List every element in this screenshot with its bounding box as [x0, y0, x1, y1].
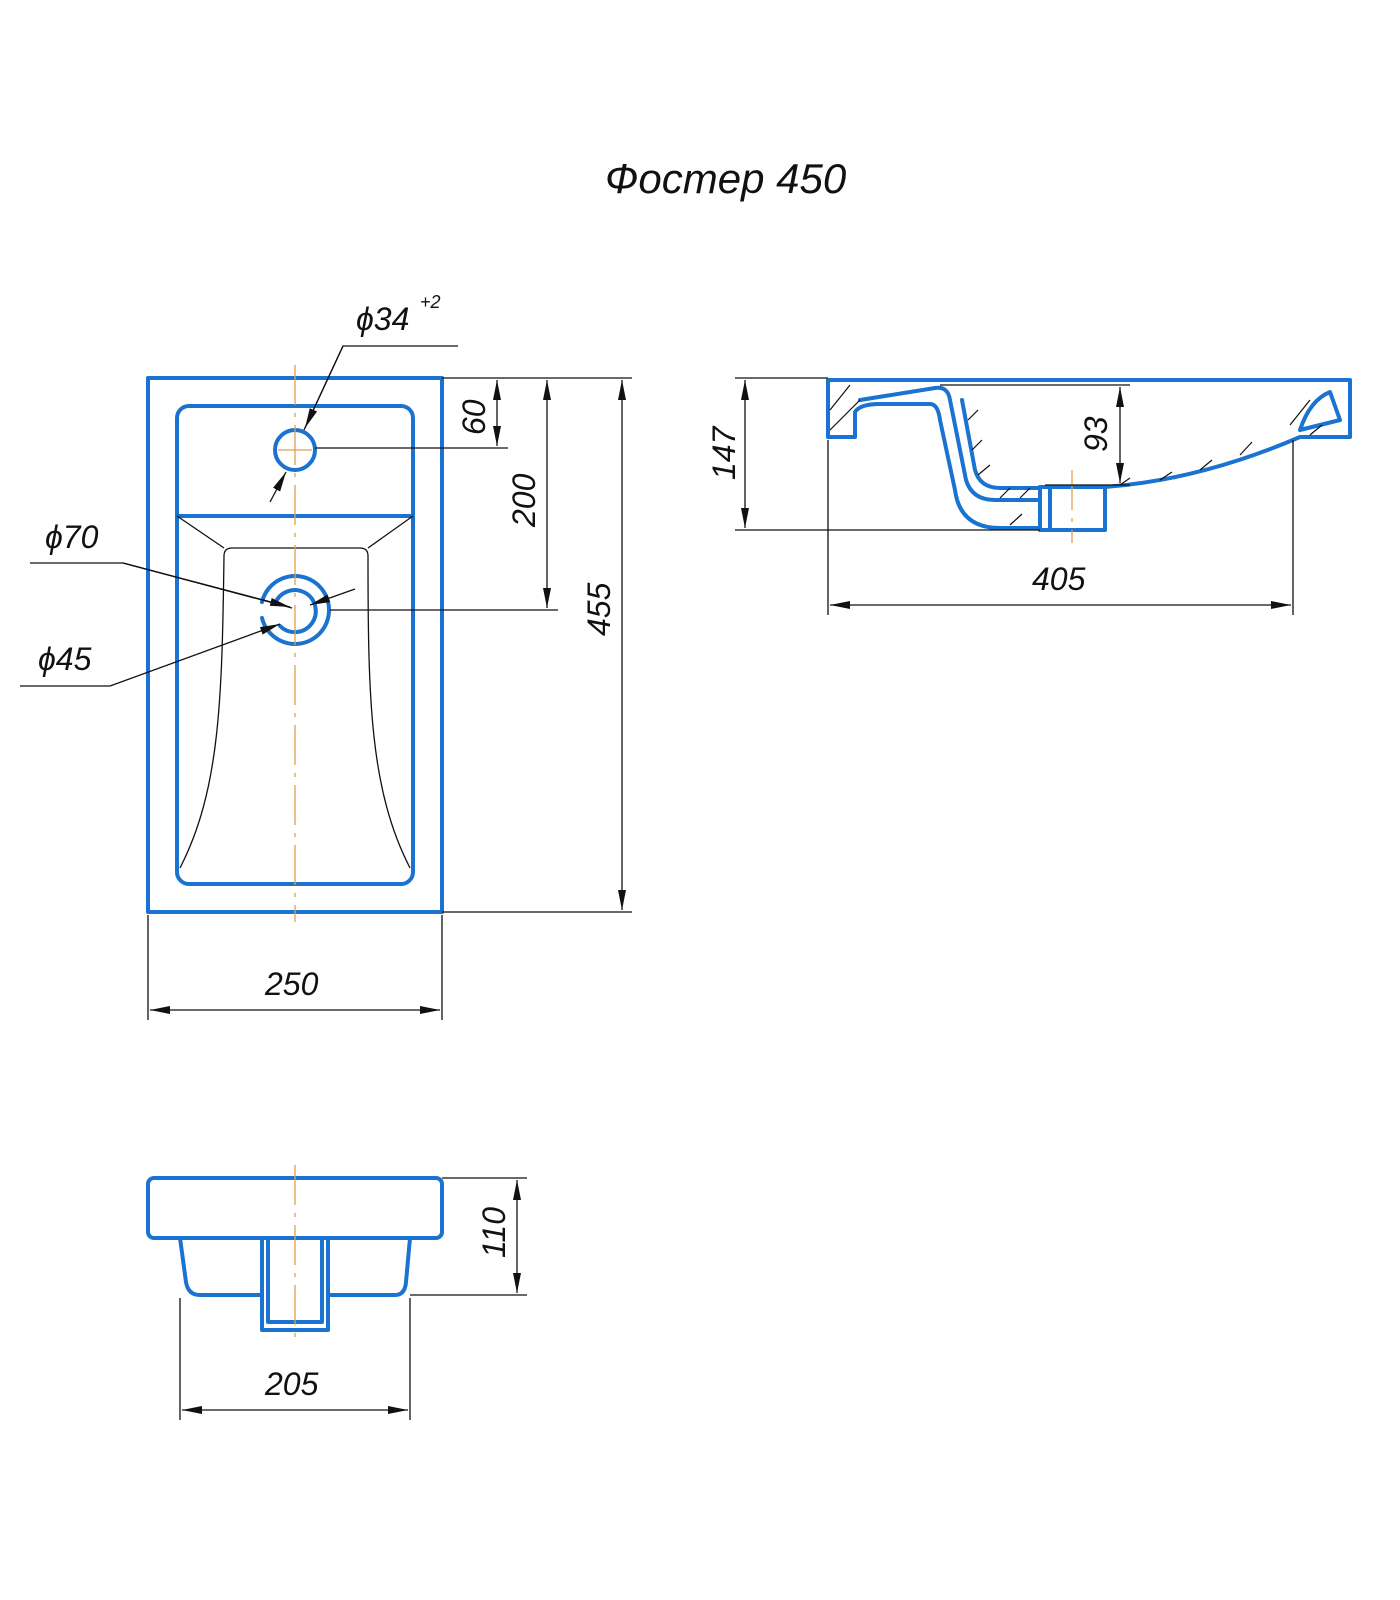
- front-view: [146, 1165, 444, 1340]
- drain-inner-diameter-label: ϕ45: [38, 641, 92, 677]
- bowl-width-label: 205: [264, 1366, 319, 1402]
- drawing-title: Фостер 450: [605, 155, 847, 202]
- side-section-view: [826, 378, 1352, 543]
- length-label: 455: [581, 582, 617, 636]
- overflow-diameter-label: ϕ34: [356, 301, 409, 337]
- overflow-offset-label: 60: [456, 399, 492, 435]
- front-height-label: 110: [476, 1207, 512, 1258]
- side-depth-label: 405: [1032, 561, 1086, 597]
- drain-outer-diameter-label: ϕ70: [45, 519, 99, 555]
- top-view: [146, 365, 444, 922]
- overflow-tolerance-label: +2: [420, 292, 441, 312]
- drain-offset-label: 200: [506, 473, 542, 528]
- front-view-dimensions: 110 205: [179, 1177, 527, 1420]
- side-height-label: 147: [706, 425, 742, 480]
- width-label: 250: [264, 966, 319, 1002]
- top-view-dimensions: ϕ34 +2 60 200 455 ϕ70 ϕ45 250: [20, 292, 632, 1020]
- side-view-dimensions: 147 93 405: [706, 377, 1294, 615]
- bowl-depth-label: 93: [1078, 416, 1114, 452]
- drain-inner: [273, 588, 318, 635]
- drain-outer: [260, 574, 331, 646]
